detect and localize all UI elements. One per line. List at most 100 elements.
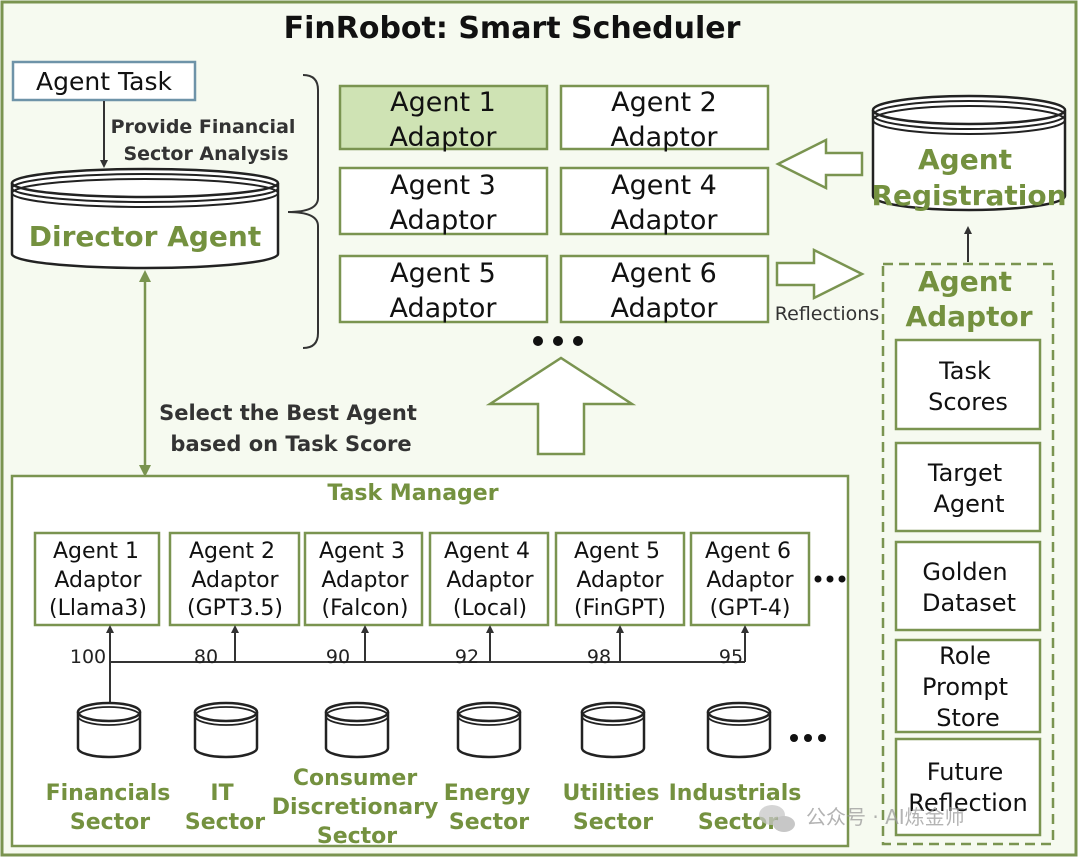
svg-text:Sector: Sector <box>185 810 265 835</box>
sector-database-icon-3 <box>324 701 390 759</box>
svg-text:Discretionary: Discretionary <box>272 795 439 820</box>
director-agent-cylinder: Director Agent <box>10 167 280 270</box>
svg-text:Agent 6: Agent 6 <box>705 539 791 564</box>
top-adaptor-grid: Agent 1 Adaptor Agent 2 Adaptor Agent 3 … <box>338 84 770 324</box>
adaptor-group-brace <box>287 74 319 349</box>
tm-adaptor-4: Agent 4 Adaptor (Local) <box>428 531 550 627</box>
svg-text:Agent 6: Agent 6 <box>611 258 717 289</box>
sector-label-industrials: Industrials <box>669 781 802 806</box>
score-4: 92 <box>455 646 479 668</box>
svg-text:Adaptor: Adaptor <box>191 568 279 593</box>
svg-text:Task: Task <box>938 357 991 385</box>
diagram-title: FinRobot: Smart Scheduler <box>284 11 741 46</box>
svg-text:Agent 1: Agent 1 <box>390 87 496 118</box>
score-2: 80 <box>194 646 218 668</box>
svg-text:Dataset: Dataset <box>922 589 1016 617</box>
svg-text:Adaptor: Adaptor <box>321 568 409 593</box>
svg-text:Adaptor: Adaptor <box>389 205 497 236</box>
agent-adaptor-panel: Agent Adaptor Task Scores Target Agent G… <box>881 262 1055 846</box>
agent-adaptor-title-2: Adaptor <box>905 300 1032 333</box>
svg-text:Agent: Agent <box>933 490 1004 518</box>
svg-text:Agent 1: Agent 1 <box>53 539 139 564</box>
reflections-arrow <box>775 247 865 301</box>
watermark-text: 公众号 · AI炼金师 <box>806 805 965 829</box>
top-adaptor-5: Agent 5 Adaptor <box>338 254 549 324</box>
svg-text:Adaptor: Adaptor <box>576 568 664 593</box>
top-adaptor-1: Agent 1 Adaptor <box>338 84 549 153</box>
svg-text:Agent 4: Agent 4 <box>444 539 530 564</box>
agent-task-box: Agent Task <box>11 60 197 102</box>
panel-item-target-agent: Target Agent <box>894 441 1042 533</box>
sector-label-financials: Financials <box>46 781 171 806</box>
svg-text:Adaptor: Adaptor <box>610 293 718 324</box>
score-1: 100 <box>70 646 106 668</box>
svg-text:Adaptor: Adaptor <box>610 122 718 153</box>
provide-label-line-1: Provide Financial <box>111 116 296 138</box>
top-adaptor-2: Agent 2 Adaptor <box>559 84 770 153</box>
score-5: 98 <box>587 646 611 668</box>
tm-adaptor-6: Agent 6 Adaptor (GPT-4) <box>689 531 811 627</box>
director-agent-label: Director Agent <box>29 220 261 253</box>
svg-text:Adaptor: Adaptor <box>389 122 497 153</box>
sector-ellipsis-icon <box>790 734 826 742</box>
agent-registration-line-2: Registration <box>871 179 1066 212</box>
svg-text:Adaptor: Adaptor <box>389 293 497 324</box>
svg-text:Sector: Sector <box>573 810 653 835</box>
svg-text:Sector: Sector <box>449 810 529 835</box>
score-labels: 100 80 90 92 98 95 <box>70 646 743 668</box>
sector-database-icon-1 <box>76 701 142 759</box>
svg-text:Adaptor: Adaptor <box>706 568 794 593</box>
svg-text:Agent 2: Agent 2 <box>611 87 717 118</box>
watermark: 公众号 · AI炼金师 <box>759 805 965 832</box>
score-3: 90 <box>326 646 350 668</box>
tm-adaptor-2: Agent 2 Adaptor (GPT3.5) <box>168 531 301 627</box>
sector-label-utilities: Utilities <box>562 781 659 806</box>
svg-text:Agent 2: Agent 2 <box>189 539 275 564</box>
svg-text:Adaptor: Adaptor <box>610 205 718 236</box>
reflections-label: Reflections <box>775 303 879 325</box>
tm-adaptor-5: Agent 5 Adaptor (FinGPT) <box>554 531 686 627</box>
svg-text:Adaptor: Adaptor <box>446 568 534 593</box>
svg-text:(FinGPT): (FinGPT) <box>574 596 666 621</box>
svg-text:Sector: Sector <box>70 810 150 835</box>
top-adaptor-3: Agent 3 Adaptor <box>338 166 549 236</box>
svg-text:Store: Store <box>936 704 999 732</box>
svg-text:Agent 5: Agent 5 <box>574 539 660 564</box>
svg-text:(Local): (Local) <box>453 596 527 621</box>
sector-label-it: IT <box>210 781 233 806</box>
panel-item-role-prompt-store: Role Prompt Store <box>894 638 1042 734</box>
svg-text:Reflection: Reflection <box>908 789 1027 817</box>
agent-registration-line-1: Agent <box>918 143 1012 176</box>
svg-text:Scores: Scores <box>928 388 1008 416</box>
select-label-line-1: Select the Best Agent <box>159 401 417 425</box>
tm-adaptor-3: Agent 3 Adaptor (Falcon) <box>303 531 424 627</box>
panel-item-future-reflection: Future Reflection <box>894 737 1042 837</box>
panel-item-golden-dataset: Golden Dataset <box>894 540 1042 632</box>
top-adaptor-4: Agent 4 Adaptor <box>559 166 770 236</box>
agent-adaptor-title-1: Agent <box>918 265 1012 298</box>
sector-database-icon-2 <box>193 701 259 759</box>
svg-text:Future: Future <box>927 758 1003 786</box>
svg-text:Target: Target <box>927 459 1002 487</box>
sector-database-icon-5 <box>580 701 646 759</box>
tm-adaptor-ellipsis-icon <box>814 575 846 583</box>
svg-text:Agent 5: Agent 5 <box>390 258 496 289</box>
wechat-icon <box>759 805 795 832</box>
registration-to-adaptors-arrow <box>775 137 864 191</box>
sector-database-icon-6 <box>706 701 772 759</box>
svg-text:Sector: Sector <box>317 824 397 849</box>
agent-registration-cylinder: Agent Registration <box>871 94 1067 212</box>
agent-task-label: Agent Task <box>36 67 172 96</box>
svg-text:Golden: Golden <box>922 558 1007 586</box>
svg-text:(GPT3.5): (GPT3.5) <box>187 596 283 621</box>
svg-text:Agent 3: Agent 3 <box>319 539 405 564</box>
provide-label-line-2: Sector Analysis <box>123 143 288 165</box>
score-connectors <box>106 625 749 703</box>
sector-cylinders <box>76 701 772 759</box>
tm-adaptor-1: Agent 1 Adaptor (Llama3) <box>33 531 161 627</box>
panel-item-task-scores: Task Scores <box>894 338 1042 431</box>
sector-labels: Financials Sector IT Sector Consumer Dis… <box>46 766 802 849</box>
select-label-line-2: based on Task Score <box>170 432 411 456</box>
top-adaptor-6: Agent 6 Adaptor <box>559 254 770 324</box>
